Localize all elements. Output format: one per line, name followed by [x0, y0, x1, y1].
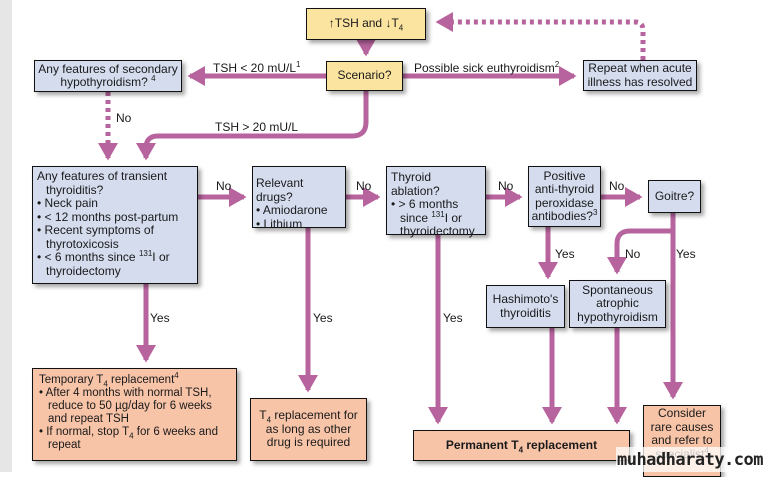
- label-yes: Yes: [443, 311, 463, 325]
- hashimoto-line2: thyroiditis: [500, 305, 551, 320]
- temporary-sup: 4: [174, 371, 179, 381]
- label-yes: Yes: [555, 247, 575, 261]
- spontaneous-line2: atrophic: [596, 296, 639, 311]
- node-thyroid-ablation: Thyroid ablation? • > 6 months since 131…: [386, 166, 486, 238]
- node-rare-causes: Consider rare causes and refer to specia…: [643, 405, 721, 477]
- transient-bullet: • Neck pain: [37, 196, 98, 210]
- label-sick-euthyroidism: Possible sick euthyroidism2: [414, 60, 560, 75]
- temporary-sub: 4: [129, 431, 134, 441]
- ablation-bullet-text: I or thyroidectomy: [400, 210, 475, 238]
- t4-drug-sub: 4: [266, 415, 272, 425]
- repeat-line1: Repeat when acute: [588, 61, 692, 75]
- watermark: muhadharaty.com: [616, 447, 767, 472]
- arrow-tsh-high: [136, 91, 369, 161]
- transient-bullet-text: I or thyroidectomy: [46, 250, 170, 278]
- isotope-sup: 131: [138, 249, 153, 258]
- antibodies-line1: Positive: [543, 168, 586, 183]
- node-permanent-replacement: Permanent T4 replacement: [413, 430, 630, 461]
- temporary-bullet-text: After 4 months with normal TSH, reduce t…: [45, 387, 212, 425]
- drugs-title: Relevant drugs?: [256, 176, 304, 204]
- repeat-line2: illness has resolved: [587, 74, 693, 89]
- ablation-title: Thyroid ablation?: [391, 170, 440, 198]
- antibodies-line2: anti-thyroid: [534, 182, 595, 196]
- label-tsh-low-text: TSH < 20 mU/L: [213, 61, 297, 75]
- spontaneous-line3: hypothyroidism: [577, 309, 658, 324]
- hashimoto-line1: Hashimoto's: [492, 292, 559, 306]
- label-no: No: [356, 179, 372, 193]
- temporary-sub: 4: [103, 379, 108, 389]
- start-sub: 4: [398, 23, 404, 33]
- temporary-bullet: • After 4 months with normal TSH, reduce…: [39, 387, 212, 425]
- label-yes: Yes: [676, 247, 696, 261]
- node-secondary-hypothyroidism: Any features of secondary hypothyroidism…: [34, 60, 182, 92]
- ablation-bullet: • > 6 months since 131I or thyroidectomy: [391, 197, 475, 238]
- start-text: ↑TSH and ↓T: [328, 16, 399, 31]
- label-no: No: [609, 179, 625, 193]
- label-yes: Yes: [150, 311, 170, 325]
- label-no: No: [116, 111, 132, 125]
- node-hashimoto: Hashimoto's thyroiditis: [486, 285, 565, 328]
- transient-bullet: • < 6 months since 131I or thyroidectomy: [37, 249, 170, 278]
- drugs-bullet-text: Lithium: [263, 216, 303, 231]
- secondary-sup: 4: [151, 74, 156, 83]
- temporary-bullet: • If normal, stop T4 for 6 weeks and rep…: [39, 426, 218, 451]
- node-temporary-replacement: Temporary T4 replacement4 • After 4 mont…: [32, 368, 237, 461]
- arrow-repeat-loop: [435, 12, 646, 60]
- transient-title1: Any features of transient: [37, 169, 168, 183]
- antibodies-line3: peroxidase: [535, 195, 594, 210]
- node-antibodies: Positive anti-thyroid peroxidase antibod…: [528, 166, 601, 227]
- secondary-line1: Any features of secondary: [38, 61, 178, 76]
- secondary-line2: hypothyroidism?: [60, 75, 148, 89]
- label-no: No: [625, 247, 641, 261]
- node-goitre: Goitre?: [648, 180, 701, 213]
- label-tsh-low: TSH < 20 mU/L1: [213, 60, 301, 75]
- permanent-sub: 4: [518, 445, 524, 455]
- label-tsh-high: TSH > 20 mU/L: [215, 120, 299, 134]
- node-spontaneous: Spontaneous atrophic hypothyroidism: [569, 280, 666, 328]
- node-start: ↑TSH and ↓T4: [306, 8, 426, 40]
- antibodies-line4: antibodies?: [531, 209, 593, 223]
- transient-bullet-text: < 12 months post-partum: [44, 209, 179, 224]
- scenario-text: Scenario?: [337, 68, 392, 83]
- left-margin-strip: [0, 0, 12, 472]
- temporary-bullet-text: for 6 weeks and repeat: [48, 426, 218, 451]
- label-sup: 1: [296, 60, 301, 69]
- transient-bullet-text: Neck pain: [44, 196, 98, 210]
- node-scenario: Scenario?: [326, 61, 403, 91]
- label-no: No: [216, 179, 232, 193]
- label-yes: Yes: [313, 311, 333, 325]
- node-transient-thyroiditis: Any features of transient thyroiditis? •…: [32, 166, 198, 284]
- node-relevant-drugs: Relevant drugs? • Amiodarone • Lithium: [252, 166, 346, 230]
- label-no: No: [498, 179, 514, 193]
- label-sick-text: Possible sick euthyroidism: [414, 61, 555, 75]
- goitre-text: Goitre?: [654, 188, 695, 203]
- permanent-text: replacement: [523, 437, 598, 452]
- temporary-title: replacement: [107, 374, 175, 386]
- permanent-text: Permanent T: [445, 437, 519, 452]
- transient-bullet-text: < 6 months since: [44, 250, 139, 264]
- transient-title2: thyroiditis?: [46, 182, 104, 197]
- arrow-goitre-no: [607, 228, 673, 275]
- temporary-bullet-text: If normal, stop T: [46, 426, 130, 438]
- ablation-bullet-text: > 6 months since: [398, 197, 459, 225]
- drugs-bullet: • Amiodarone: [256, 203, 328, 217]
- isotope-sup: 131: [431, 209, 445, 219]
- transient-bullet: • < 12 months post-partum: [37, 209, 179, 224]
- t4-drug-text: T: [259, 408, 267, 423]
- drugs-bullet-text: Amiodarone: [262, 203, 328, 217]
- antibodies-sup: 3: [592, 208, 598, 217]
- temporary-title: Temporary T: [39, 374, 104, 386]
- drugs-bullet: • Lithium: [256, 216, 303, 231]
- transient-bullet: • Recent symptoms of thyrotoxicosis: [37, 223, 154, 251]
- node-repeat: Repeat when acute illness has resolved: [583, 60, 697, 91]
- node-t4-drug-replacement: T4 replacement for as long as other drug…: [250, 398, 367, 461]
- t4-drug-text: replacement for as long as other drug is…: [265, 408, 358, 450]
- transient-bullet-text: Recent symptoms of thyrotoxicosis: [44, 223, 154, 251]
- spontaneous-line1: Spontaneous: [582, 282, 653, 297]
- label-sup: 2: [554, 60, 560, 69]
